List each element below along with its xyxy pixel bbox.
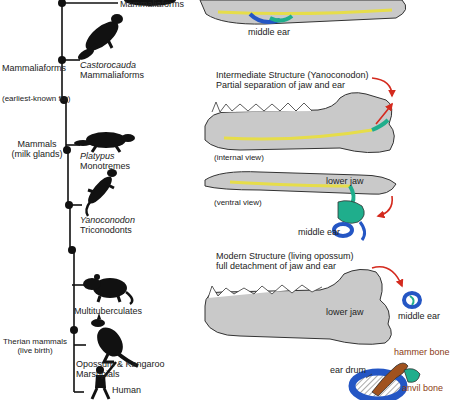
middle-ear-ring xyxy=(404,293,420,307)
part-label: hammer bone xyxy=(394,348,450,358)
red-arrow xyxy=(372,267,402,286)
meckel-cartilage xyxy=(218,10,392,14)
clade-label: Mammaliaforms xyxy=(2,64,66,74)
tree-branch xyxy=(62,2,118,4)
node-dot xyxy=(63,146,71,154)
taxon-group: Mammaliaforms xyxy=(80,71,144,81)
taxon-name: Castorocauda xyxy=(80,61,136,71)
tail xyxy=(121,134,135,142)
clade-label: Mammals (milk glands) xyxy=(10,140,64,160)
taxon-name: Yanoconodon xyxy=(80,216,135,226)
middle-ear-bone xyxy=(372,120,388,130)
multituberculate-silhouette xyxy=(83,274,132,304)
part-label: middle ear xyxy=(298,228,340,238)
anvil-bone xyxy=(404,369,420,383)
middle-ear-bone xyxy=(410,296,414,305)
taxon-group: Monotremes xyxy=(80,162,130,172)
silhouettes xyxy=(74,0,176,399)
structure-heading: Modern Structure (living opossum) xyxy=(216,252,354,262)
red-arrow xyxy=(378,196,392,216)
legs xyxy=(88,184,114,192)
jaw-bone xyxy=(205,93,394,153)
head xyxy=(111,14,123,24)
view-caption: (internal view) xyxy=(214,154,264,163)
clade-label: Mammaliaforms xyxy=(120,0,184,10)
taxon-name: Platypus xyxy=(80,152,115,162)
taxon-group: Multituberculates xyxy=(74,307,142,317)
legs xyxy=(98,296,120,302)
yanoconodon-jaw-internal xyxy=(205,78,394,153)
legs xyxy=(90,40,112,50)
node-dot xyxy=(68,246,76,254)
teeth xyxy=(208,285,322,298)
legs xyxy=(92,388,109,399)
tail xyxy=(126,292,132,304)
structure-note: full detachment of jaw and ear xyxy=(216,262,336,272)
platypus-silhouette xyxy=(74,132,135,152)
meckel-cartilage xyxy=(224,130,372,139)
opossum-jaw xyxy=(205,267,420,345)
tree-branch xyxy=(74,344,86,346)
part-label: middle ear xyxy=(398,312,440,322)
red-arrow xyxy=(376,104,392,124)
node-dot xyxy=(58,56,66,64)
view-caption: (ventral view) xyxy=(214,199,262,208)
part-label: lower jaw xyxy=(326,177,364,187)
taxon-name: Opossum & Kangaroo xyxy=(76,360,165,370)
yanoconodon-jaw-ventral xyxy=(205,172,396,240)
node-dot xyxy=(58,0,66,7)
part-label: middle ear xyxy=(248,28,290,38)
part-label: ear drum xyxy=(330,366,366,376)
taxon-name: Human xyxy=(112,386,141,396)
tail xyxy=(86,202,90,216)
jaw-bone xyxy=(205,172,396,195)
middle-ear-bone xyxy=(270,16,292,21)
jaw-bone xyxy=(205,269,391,344)
part-label: lower jaw xyxy=(326,308,364,318)
middle-ear-bone xyxy=(360,222,365,240)
node-dot xyxy=(65,201,73,209)
castorocauda-silhouette xyxy=(76,14,123,62)
tree-nodes xyxy=(58,0,78,334)
clade-label: Therian mammals (live birth) xyxy=(2,338,68,356)
kangaroo-silhouette xyxy=(91,313,138,366)
leader-line xyxy=(366,374,372,378)
taxon-group: Marsupials xyxy=(76,370,120,380)
bill xyxy=(74,140,92,146)
taxon-group: Triconodonts xyxy=(80,226,132,236)
tree-branch xyxy=(74,391,84,393)
teeth xyxy=(212,102,312,112)
ear xyxy=(94,274,100,280)
mammaliaform-jaw xyxy=(200,0,406,24)
jaw-bone xyxy=(200,0,406,24)
head xyxy=(83,278,101,290)
body xyxy=(86,132,126,148)
clade-note: (earliest-known fur) xyxy=(2,95,70,104)
part-label: anvil bone xyxy=(402,384,443,394)
structure-note: Partial separation of jaw and ear xyxy=(216,81,345,91)
middle-ear-bone xyxy=(338,201,364,224)
red-arrow xyxy=(372,78,392,96)
yanoconodon-silhouette xyxy=(84,169,117,216)
head xyxy=(91,319,105,327)
node-dot xyxy=(70,326,78,334)
structure-heading: Intermediate Structure (Yanoconodon) xyxy=(216,71,368,81)
